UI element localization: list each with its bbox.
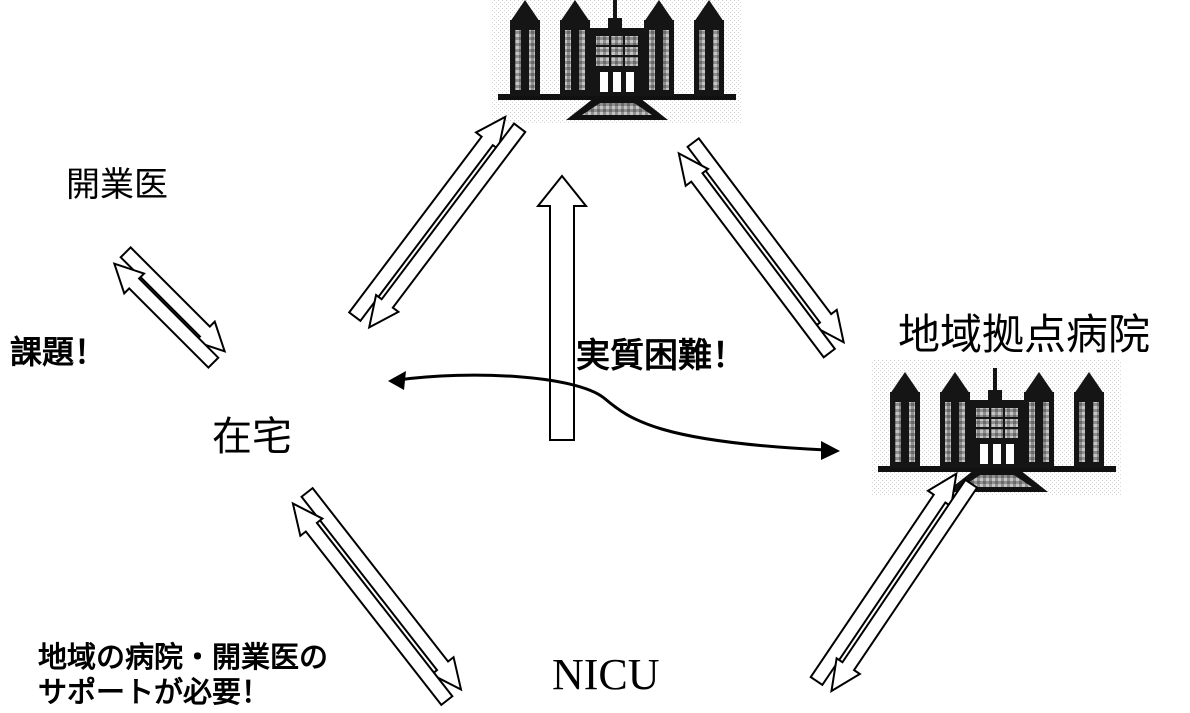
- label-support-needed: 地域の病院・開業医の サポートが必要！: [38, 640, 328, 711]
- arrow-top-to-regional: [666, 133, 856, 363]
- label-regional-core-hospital: 地域拠点病院: [898, 310, 1151, 359]
- curved-arrow-head-left: [388, 371, 406, 390]
- label-support-line1: 地域の病院・開業医の: [38, 640, 329, 674]
- label-support-line2: サポートが必要！: [38, 675, 271, 710]
- right-hospital-icon: [871, 359, 1123, 497]
- arrow-regional-to-nicu: [803, 464, 984, 700]
- top-hospital-icon: [491, 0, 743, 125]
- arrow-up-to-top-hospital: [535, 174, 589, 441]
- curved-arrow-head-right: [821, 441, 840, 460]
- label-practically-difficult: 実質困難！: [576, 336, 746, 376]
- arrow-top-to-home: [342, 107, 532, 337]
- label-issue: 課題！: [10, 333, 107, 371]
- label-nicu: NICU: [552, 650, 660, 699]
- label-private-practitioner: 開業医: [66, 165, 168, 205]
- arrow-kaigyoui-to-home: [103, 241, 236, 374]
- label-home-care: 在宅: [212, 414, 292, 460]
- curved-arrow-home-to-regional: [397, 373, 827, 452]
